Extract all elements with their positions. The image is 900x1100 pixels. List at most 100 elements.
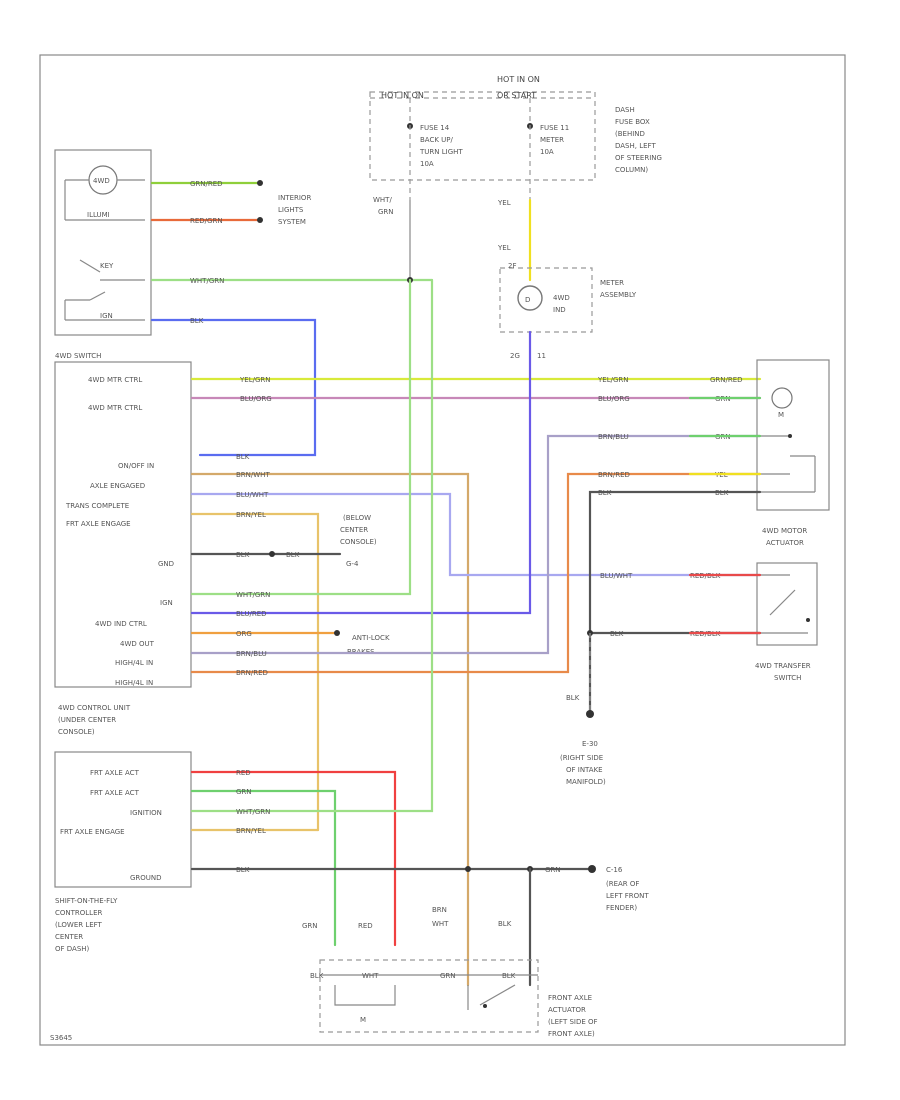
wire-brn-yel-sc-label: BRN/YEL — [236, 827, 266, 835]
fuse14-label: FUSE 14 BACK UP/ TURN LIGHT 10A — [419, 124, 463, 168]
wire-grn-sc-label: GRN — [236, 788, 252, 796]
key-switch-blade — [79, 259, 101, 273]
yel-top-label: YEL — [497, 199, 511, 207]
wire-brn-blu — [190, 434, 762, 655]
svg-text:10A: 10A — [540, 148, 554, 156]
svg-text:BLK: BLK — [502, 972, 516, 980]
ts-contact — [806, 618, 810, 622]
svg-text:DASH: DASH — [615, 106, 635, 114]
cu-pin-8: 4WD IND CTRL — [95, 620, 147, 628]
hot-right: OR START — [497, 91, 536, 100]
svg-text:IGNITION: IGNITION — [130, 809, 162, 817]
outer-frame — [39, 54, 846, 1046]
transfer-switch-box — [756, 562, 818, 646]
illumi-label: ILLUMI — [87, 211, 110, 219]
footer-code: S3645 — [50, 1034, 72, 1042]
svg-text:FRONT AXLE): FRONT AXLE) — [548, 1030, 595, 1038]
svg-text:LEFT FRONT: LEFT FRONT — [606, 892, 649, 900]
svg-text:ACTUATOR: ACTUATOR — [766, 539, 804, 547]
ts-blk: BLK — [610, 630, 624, 638]
svg-text:CENTER: CENTER — [55, 933, 83, 941]
front-axle-label: FRONT AXLE ACTUATOR (LEFT SIDE OF FRONT … — [548, 994, 598, 1038]
sc-junction-1 — [465, 866, 471, 872]
svg-text:WHT: WHT — [432, 920, 449, 928]
wire-red-sc — [190, 770, 397, 947]
svg-text:FRT AXLE ACT: FRT AXLE ACT — [90, 769, 140, 777]
svg-text:MANIFOLD): MANIFOLD) — [566, 778, 606, 786]
yel-bot-label: YEL — [497, 244, 511, 252]
wire-brn-blu-label: BRN/BLU — [236, 650, 267, 658]
fuse-box-label: DASH FUSE BOX (BEHIND DASH, LEFT OF STEE… — [615, 106, 662, 174]
svg-text:(LEFT SIDE OF: (LEFT SIDE OF — [548, 1018, 598, 1026]
cu-pin-1: 4WD MTR CTRL — [88, 404, 142, 412]
ground-e-label: (RIGHT SIDE OF INTAKE MANIFOLD) — [560, 754, 606, 786]
svg-text:OF STEERING: OF STEERING — [615, 154, 662, 162]
svg-text:BRN: BRN — [432, 906, 447, 914]
svg-text:BRN/BLU: BRN/BLU — [598, 433, 629, 441]
hot-left: HOT IN ON — [381, 91, 424, 100]
wire-red-grn-end — [257, 217, 263, 223]
svg-text:4WD TRANSFER: 4WD TRANSFER — [755, 662, 811, 670]
cu-pin-10: HIGH/4L IN — [115, 659, 153, 667]
key-label: KEY — [100, 262, 114, 270]
svg-text:(BELOW: (BELOW — [343, 514, 371, 522]
ground-c-wire: GRN — [545, 866, 561, 874]
cu-pin-11: HIGH/4L IN — [115, 679, 153, 687]
svg-text:10A: 10A — [420, 160, 434, 168]
meter-assembly-label: METER ASSEMBLY — [600, 279, 637, 299]
cu-pin-2: ON/OFF IN — [118, 462, 154, 470]
ground-c-label: (REAR OF LEFT FRONT FENDER) — [606, 880, 649, 912]
cu-pin-3: AXLE ENGAGED — [90, 482, 145, 490]
svg-text:FRONT AXLE: FRONT AXLE — [548, 994, 592, 1002]
wire-blu-red — [190, 330, 532, 615]
svg-text:G-4: G-4 — [346, 560, 359, 568]
ground-c-id: C-16 — [606, 866, 623, 874]
lamp-label: 4WD — [93, 177, 110, 185]
svg-text:BLK: BLK — [310, 972, 324, 980]
motor-actuator-m: M — [778, 411, 784, 419]
wire-brn-red — [190, 472, 762, 674]
wire-wht-grn-sc-label: WHT/GRN — [236, 808, 270, 816]
cu-pin-6: GND — [158, 560, 174, 568]
wire-brn-yel — [190, 512, 320, 832]
motor-actuator-icon — [771, 387, 793, 409]
whtgrn-label-1: WHT/ — [373, 196, 392, 204]
wire-blu-red-label: BLU/RED — [236, 610, 267, 618]
wire-blu-wht-label: BLU/WHT — [236, 491, 269, 499]
fa-sw-blade — [479, 984, 516, 1006]
shift-controller-pins: FRT AXLE ACT FRT AXLE ACT IGNITION FRT A… — [60, 769, 162, 882]
svg-text:CONSOLE): CONSOLE) — [340, 538, 377, 546]
wire-blk-label: BLK — [190, 317, 204, 325]
svg-text:SHIFT-ON-THE-FLY: SHIFT-ON-THE-FLY — [55, 897, 118, 905]
ground-e-icon — [586, 710, 594, 718]
control-unit-title: 4WD SWITCH — [55, 352, 101, 360]
interior-lights-label: INTERIOR LIGHTS SYSTEM — [278, 194, 311, 226]
ts-wire-in: BLU/WHT — [600, 572, 633, 580]
wire-blk-blue — [150, 318, 317, 457]
fuse-box-outline — [369, 91, 596, 181]
wire-red-grn-label: RED/GRN — [190, 217, 223, 225]
whtgrn-label-2: GRN — [378, 208, 394, 216]
wire-grn-red-label: GRN/RED — [190, 180, 223, 188]
svg-text:(LOWER LEFT: (LOWER LEFT — [55, 921, 103, 929]
svg-text:IND: IND — [553, 306, 566, 314]
svg-text:FUSE 14: FUSE 14 — [420, 124, 450, 132]
meter-pin-number: 11 — [537, 352, 546, 360]
cu-pin-0: 4WD MTR CTRL — [88, 376, 142, 384]
ign-label: IGN — [100, 312, 113, 320]
svg-text:FRT AXLE ACT: FRT AXLE ACT — [90, 789, 140, 797]
svg-text:DASH, LEFT: DASH, LEFT — [615, 142, 656, 150]
svg-text:CENTER: CENTER — [340, 526, 368, 534]
ground-e-id: E-30 — [582, 740, 598, 748]
motor-actuator-left-labels: YEL/GRN BLU/ORG BRN/BLU BRN/RED BLK — [597, 376, 630, 497]
svg-text:METER: METER — [540, 136, 564, 144]
wire-blk-sc-label: BLK — [236, 866, 250, 874]
control-unit-box — [54, 361, 192, 688]
svg-text:FUSE BOX: FUSE BOX — [615, 118, 650, 126]
svg-text:WHT: WHT — [362, 972, 379, 980]
meter-top: 2F — [508, 262, 516, 270]
cu-pin-9: 4WD OUT — [120, 640, 155, 648]
svg-text:SYSTEM: SYSTEM — [278, 218, 306, 226]
